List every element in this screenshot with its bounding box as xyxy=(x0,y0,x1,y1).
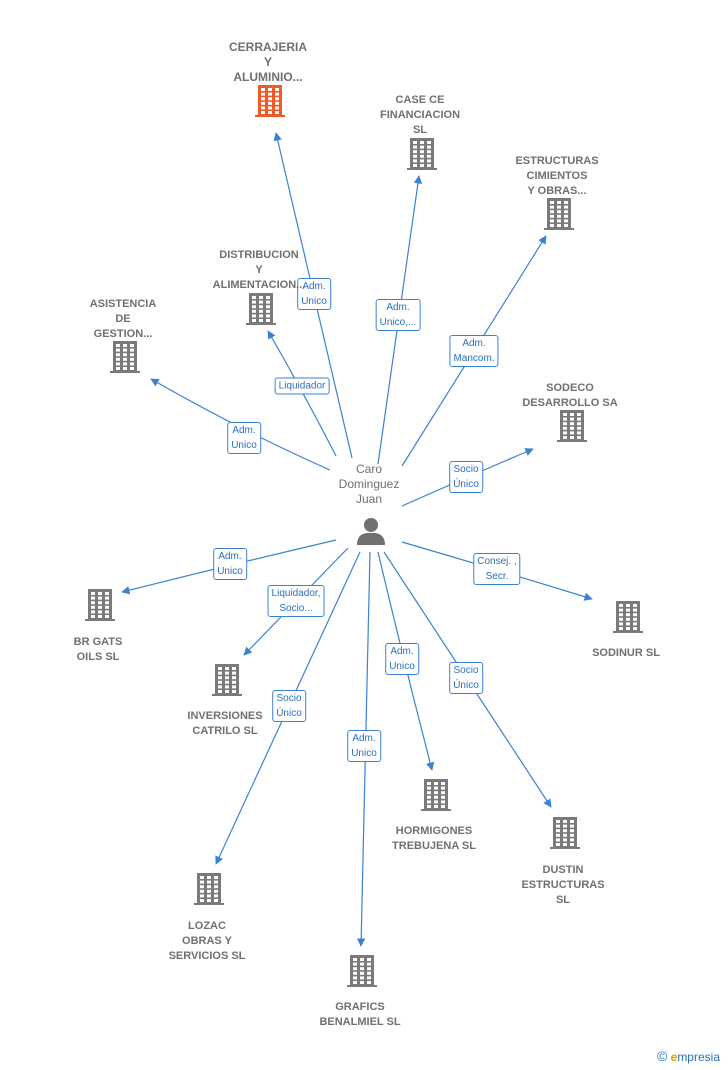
node-label-sodinur[interactable]: SODINUR SL xyxy=(592,647,660,659)
person-icon[interactable] xyxy=(357,518,385,545)
edge-label-br-gats[interactable]: Adm. Unico xyxy=(213,548,247,580)
building-icon-lozac[interactable] xyxy=(194,873,224,905)
building-icon-br-gats[interactable] xyxy=(85,589,115,621)
edge-label-grafics[interactable]: Adm. Unico xyxy=(347,730,381,762)
building-icon-estructuras[interactable] xyxy=(544,198,574,230)
brand-initial: e xyxy=(670,1050,678,1064)
building-icon-sodeco[interactable] xyxy=(557,410,587,442)
edge-label-lozac[interactable]: Socio Único xyxy=(272,690,306,722)
node-label-grafics[interactable]: GRAFICS BENALMIEL SL xyxy=(319,1001,401,1028)
node-label-inversiones[interactable]: INVERSIONES CATRILO SL xyxy=(187,710,263,737)
building-icon-sodinur[interactable] xyxy=(613,601,643,633)
footer-brand[interactable]: © empresia xyxy=(657,1048,720,1064)
brand-name: mpresia xyxy=(677,1050,720,1064)
edge-label-sodeco[interactable]: Socio Único xyxy=(449,461,483,493)
edge-label-inversiones[interactable]: Liquidador, Socio... xyxy=(267,585,325,617)
building-icon-inversiones[interactable] xyxy=(212,664,242,696)
building-icon-cerrajeria[interactable] xyxy=(255,85,285,117)
node-label-case-ce[interactable]: CASE CE FINANCIACION SL xyxy=(379,94,461,136)
edge-label-sodinur[interactable]: Consej. , Secr. xyxy=(473,553,521,585)
edge-label-distribucion[interactable]: Liquidador xyxy=(274,377,330,395)
node-label-distribucion[interactable]: DISTRIBUCION Y ALIMENTACION... xyxy=(212,249,306,291)
edge-label-case-ce[interactable]: Adm. Unico,... xyxy=(375,299,421,331)
node-label-br-gats[interactable]: BR GATS OILS SL xyxy=(73,636,123,663)
building-icon-asistencia[interactable] xyxy=(110,341,140,373)
edge-label-cerrajeria[interactable]: Adm. Unico xyxy=(297,278,331,310)
node-label-hormigones[interactable]: HORMIGONES TREBUJENA SL xyxy=(392,825,476,852)
node-label-lozac[interactable]: LOZAC OBRAS Y SERVICIOS SL xyxy=(168,920,246,962)
building-icon-hormigones[interactable] xyxy=(421,779,451,811)
node-label-asistencia[interactable]: ASISTENCIA DE GESTION... xyxy=(89,298,157,340)
node-label-estructuras[interactable]: ESTRUCTURAS CIMIENTOS Y OBRAS... xyxy=(515,155,599,197)
edge-label-hormigones[interactable]: Adm. Unico xyxy=(385,643,419,675)
edge-label-asistencia[interactable]: Adm. Unico xyxy=(227,422,261,454)
copyright-icon: © xyxy=(656,1048,668,1064)
edge-label-dustin[interactable]: Socio Único xyxy=(449,662,483,694)
node-label-sodeco[interactable]: SODECO DESARROLLO SA xyxy=(522,382,618,409)
edge-label-estructuras[interactable]: Adm. Mancom. xyxy=(449,335,499,367)
person-name[interactable]: Caro Dominguez Juan xyxy=(338,462,400,506)
building-icon-dustin[interactable] xyxy=(550,817,580,849)
node-label-dustin[interactable]: DUSTIN ESTRUCTURAS SL xyxy=(521,864,605,906)
building-icon-distribucion[interactable] xyxy=(246,293,276,325)
building-icon-grafics[interactable] xyxy=(347,955,377,987)
building-icon-case-ce[interactable] xyxy=(407,138,437,170)
node-label-cerrajeria[interactable]: CERRAJERIA Y ALUMINIO... xyxy=(228,40,308,84)
